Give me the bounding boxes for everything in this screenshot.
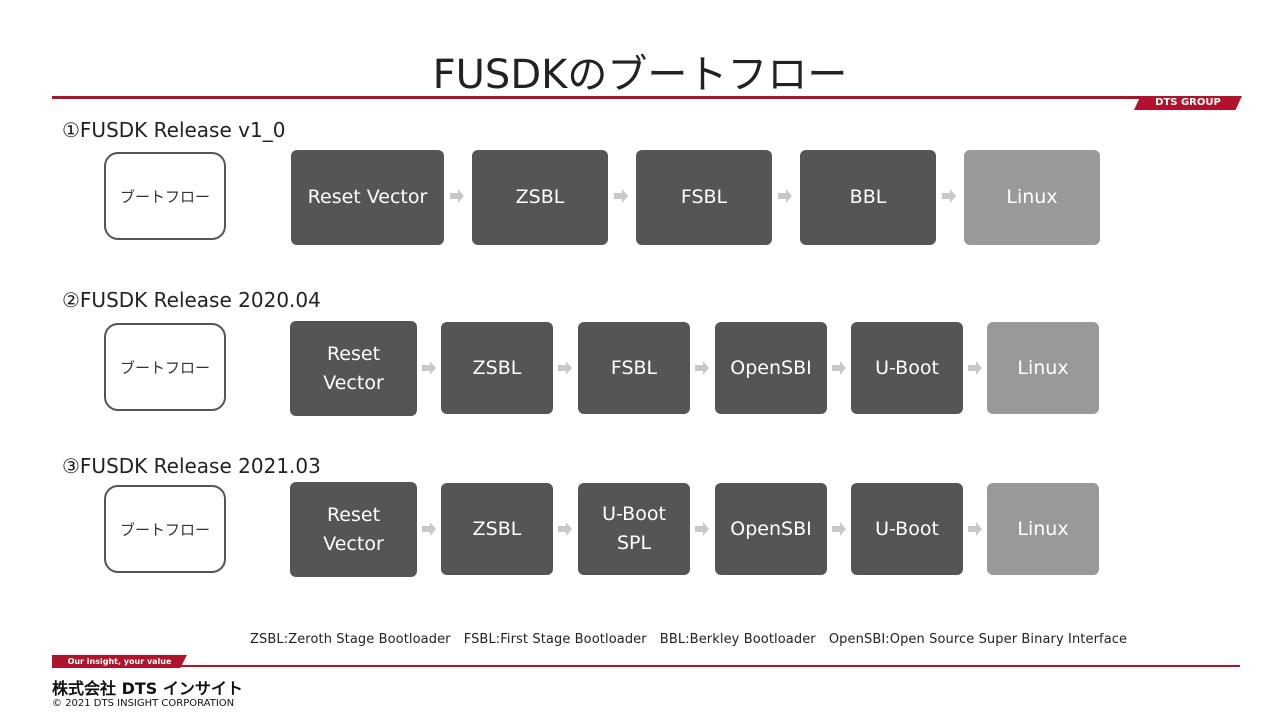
stage-reset-vector-2020-04: Reset Vector [290, 321, 417, 416]
boot-flow-label-2021-03: ブートフロー [104, 485, 226, 573]
boot-flow-label-v1-0: ブートフロー [104, 152, 226, 240]
stage-reset-vector-2021-03: Reset Vector [290, 482, 417, 577]
stage-u-boot-2020-04: U-Boot [851, 322, 963, 414]
arrow-icon [613, 188, 629, 204]
arrow-icon [449, 188, 465, 204]
arrow-icon [941, 188, 957, 204]
copyright-text: © 2021 DTS INSIGHT CORPORATION [52, 698, 235, 709]
section-title-2020-04: ②FUSDK Release 2020.04 [62, 288, 321, 312]
arrow-icon [421, 521, 437, 537]
abbreviation-legend: ZSBL:Zeroth Stage Bootloader FSBL:First … [250, 632, 1128, 647]
stage-zsbl-v1-0: ZSBL [472, 150, 608, 245]
stage-fsbl-2020-04: FSBL [578, 322, 690, 414]
arrow-icon [967, 521, 983, 537]
company-logo: 株式会社 DTS インサイト [52, 679, 243, 698]
arrow-icon [694, 521, 710, 537]
stage-zsbl-2020-04: ZSBL [441, 322, 553, 414]
boot-flow-label-2020-04: ブートフロー [104, 323, 226, 411]
stage-linux-v1-0: Linux [964, 150, 1100, 245]
stage-opensbi-2020-04: OpenSBI [715, 322, 827, 414]
section-title-2021-03: ③FUSDK Release 2021.03 [62, 454, 321, 478]
stage-linux-2020-04: Linux [987, 322, 1099, 414]
arrow-icon [967, 360, 983, 376]
stage-bbl-v1-0: BBL [800, 150, 936, 245]
section-title-v1-0: ①FUSDK Release v1_0 [62, 118, 286, 142]
arrow-icon [831, 521, 847, 537]
arrow-icon [694, 360, 710, 376]
stage-zsbl-2021-03: ZSBL [441, 483, 553, 575]
stage-reset-vector-v1-0: Reset Vector [291, 150, 444, 245]
stage-opensbi-2021-03: OpenSBI [715, 483, 827, 575]
stage-u-boot-2021-03: U-Boot [851, 483, 963, 575]
stage-linux-2021-03: Linux [987, 483, 1099, 575]
stage-fsbl-v1-0: FSBL [636, 150, 772, 245]
arrow-icon [777, 188, 793, 204]
tagline-banner: Our insight, your value [52, 655, 187, 668]
arrow-icon [831, 360, 847, 376]
arrow-icon [557, 521, 573, 537]
arrow-icon [557, 360, 573, 376]
arrow-icon [421, 360, 437, 376]
group-logo: DTS GROUP [1134, 96, 1242, 110]
header-divider [52, 96, 1240, 99]
page-title: FUSDKのブートフロー [432, 52, 848, 98]
stage-u-boot-spl-2021-03: U-Boot SPL [578, 483, 690, 575]
footer-divider [52, 665, 1240, 667]
